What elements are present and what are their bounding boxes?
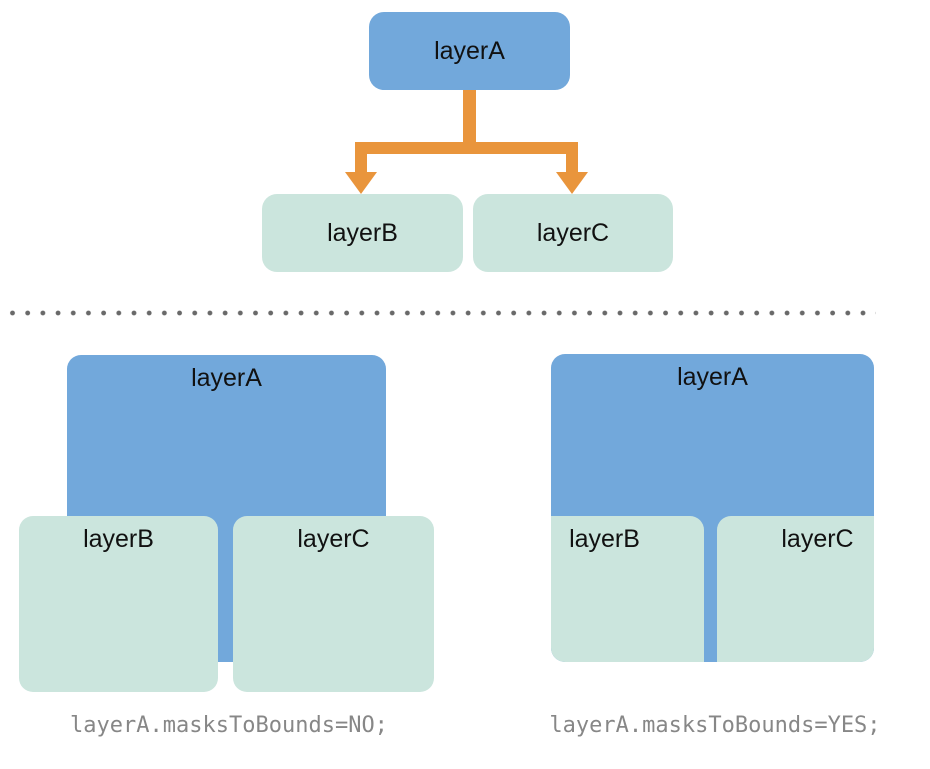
tree-node-layer-c: layerC bbox=[473, 194, 673, 272]
yes-layer-b-label: layerB bbox=[569, 525, 640, 553]
arrow-crossbar bbox=[355, 142, 578, 154]
arrow-right-leg bbox=[566, 142, 578, 174]
yes-layer-a-box: layerA layerB layerC bbox=[551, 354, 874, 662]
tree-node-layer-b: layerB bbox=[262, 194, 463, 272]
no-layer-a-label: layerA bbox=[191, 364, 262, 392]
yes-layer-b-box: layerB bbox=[551, 516, 704, 662]
left-arrowhead-icon bbox=[345, 172, 377, 194]
branching-arrow bbox=[345, 84, 588, 194]
dotted-divider bbox=[8, 308, 876, 318]
tree-node-layer-b-label: layerB bbox=[327, 219, 398, 247]
tree-node-layer-a-label: layerA bbox=[434, 37, 505, 65]
arrow-stem bbox=[463, 84, 476, 154]
right-arrowhead-icon bbox=[556, 172, 588, 194]
tree-node-layer-c-label: layerC bbox=[536, 219, 610, 247]
arrow-left-leg bbox=[355, 142, 367, 174]
yes-layer-c-box: layerC bbox=[717, 516, 874, 662]
caption-masks-yes: layerA.masksToBounds=YES; bbox=[549, 713, 881, 738]
no-layer-b-label: layerB bbox=[83, 525, 154, 553]
no-layer-c-box: layerC bbox=[233, 516, 434, 692]
no-layer-b-box: layerB bbox=[19, 516, 218, 692]
yes-layer-c-label: layerC bbox=[781, 525, 854, 553]
tree-node-layer-a: layerA bbox=[369, 12, 570, 90]
yes-layer-a-label: layerA bbox=[677, 363, 748, 391]
no-layer-c-label: layerC bbox=[297, 525, 370, 553]
caption-masks-no: layerA.masksToBounds=NO; bbox=[70, 713, 388, 738]
